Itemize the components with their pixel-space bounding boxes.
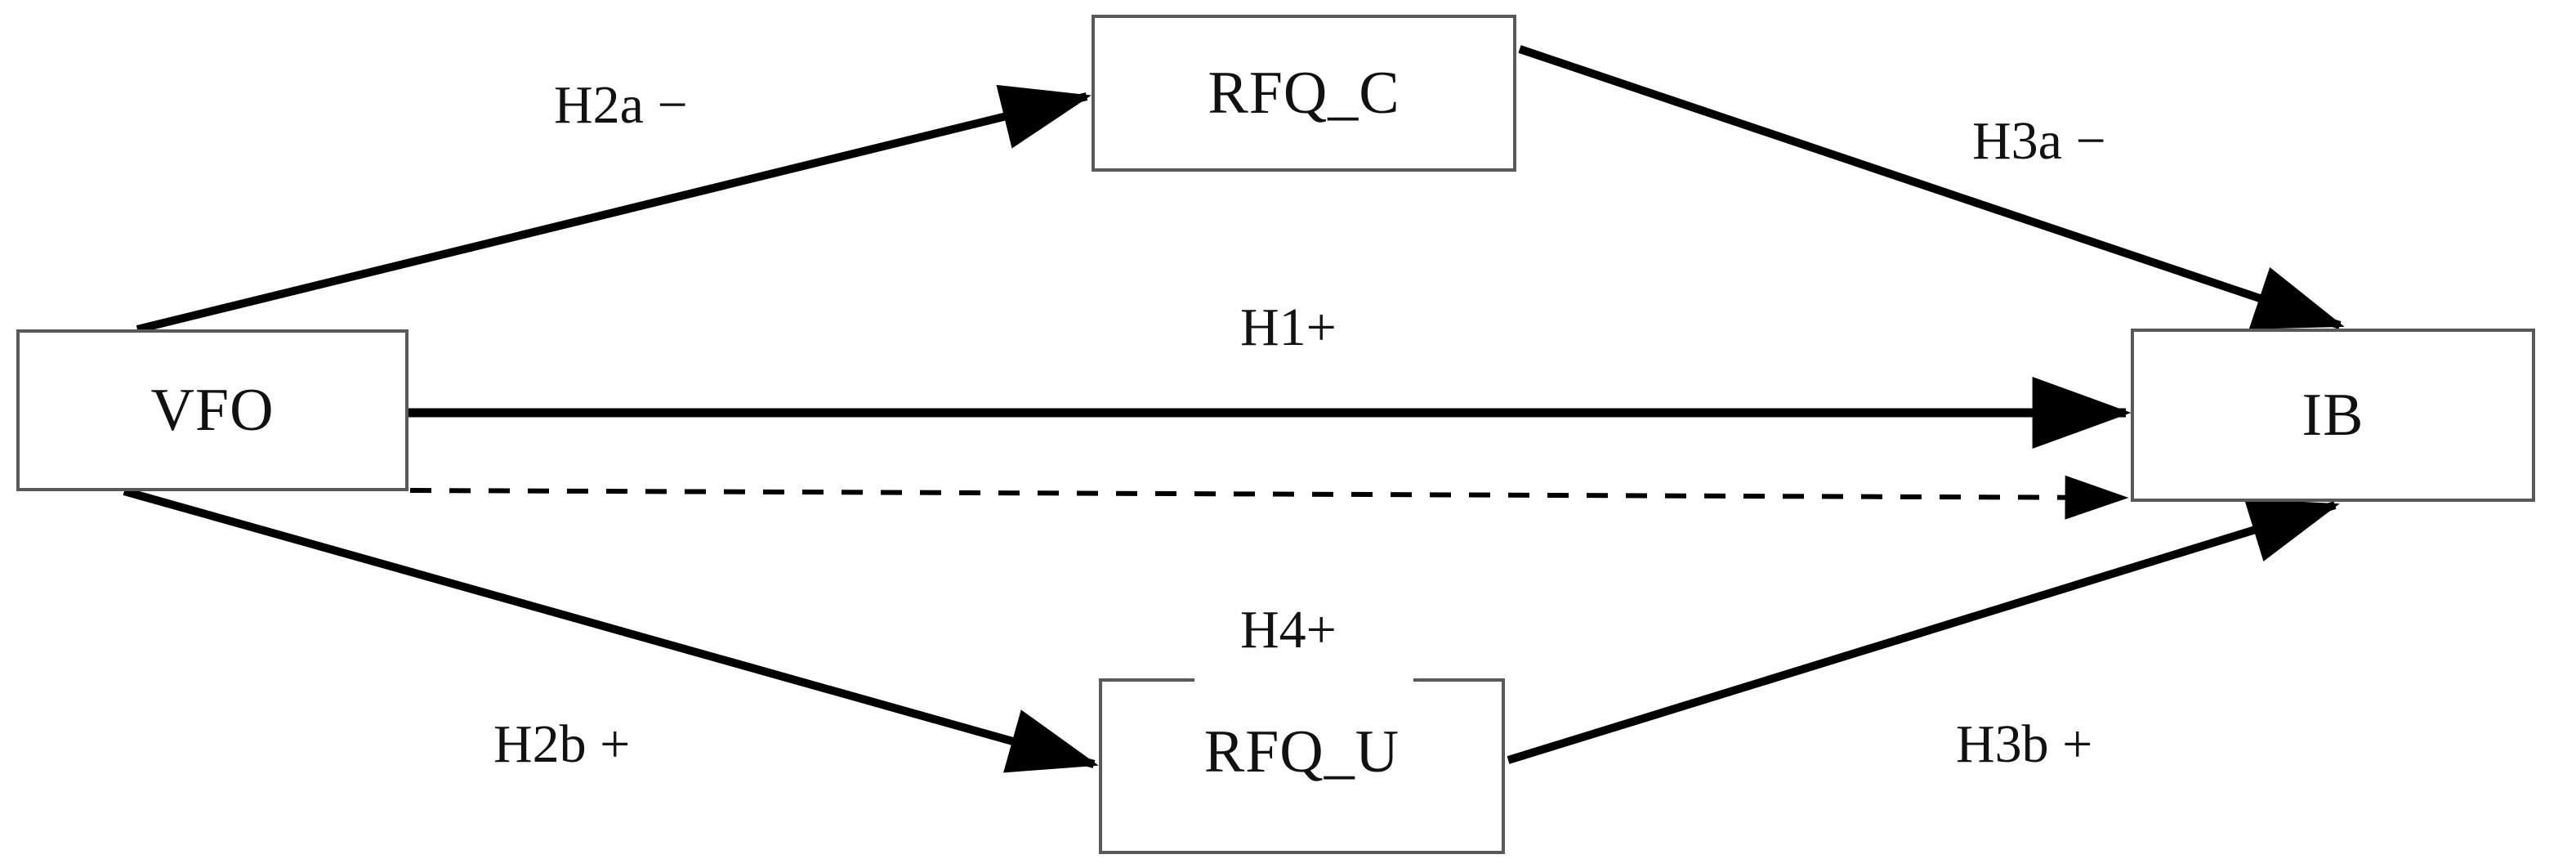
edge-label-h1: H1+ <box>1235 301 1342 355</box>
node-rfq-u[interactable]: RFQ_U <box>1099 678 1505 854</box>
node-ib-label: IB <box>2301 382 2364 449</box>
node-rfq-u-label: RFQ_U <box>1203 718 1400 785</box>
node-vfo-label: VFO <box>150 377 275 444</box>
node-vfo[interactable]: VFO <box>16 329 408 491</box>
edge-label-h4: H4+ <box>1235 603 1342 657</box>
edge-label-h2b: H2b + <box>489 718 636 772</box>
edge-label-h3a: H3a − <box>1967 114 2111 168</box>
edge-h2b-line <box>123 487 1099 773</box>
node-ib[interactable]: IB <box>2131 329 2535 502</box>
node-rfq-c-label: RFQ_C <box>1208 60 1400 127</box>
edge-h3b-line <box>1507 499 2340 764</box>
edge-h3a-line <box>1518 45 2345 329</box>
edge-h2a-line <box>136 84 1092 333</box>
edge-label-h2a: H2a − <box>549 78 693 132</box>
node-rfq-c[interactable]: RFQ_C <box>1092 15 1516 172</box>
rfq-u-top-border-gap <box>1194 673 1413 685</box>
edge-label-h3b: H3b + <box>1951 718 2098 772</box>
edge-h4-line <box>409 475 2129 520</box>
